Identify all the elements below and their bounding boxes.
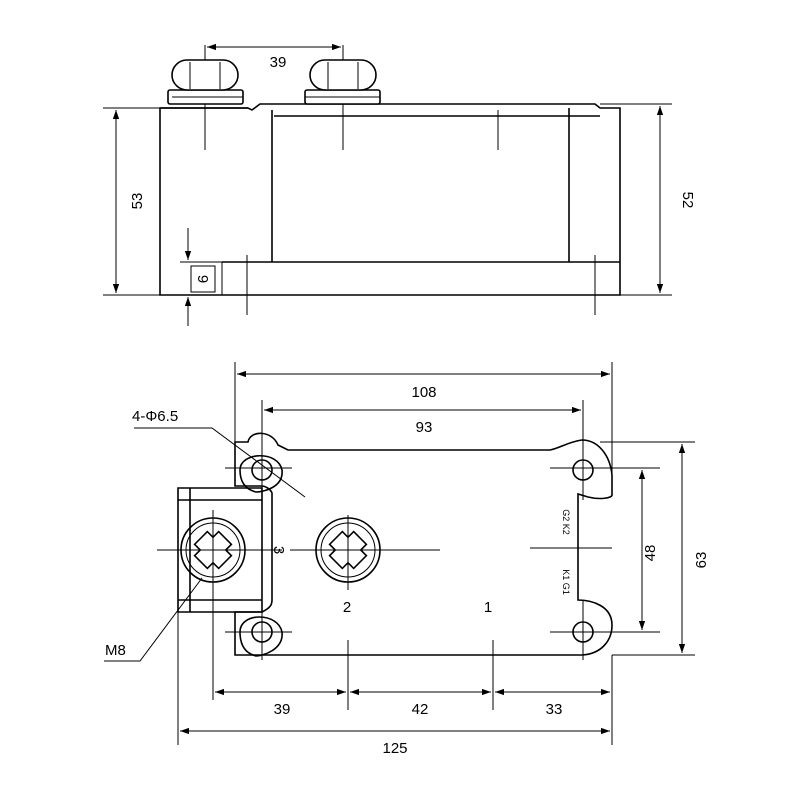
terminal-nut-right xyxy=(304,59,381,105)
terminal-label-3: 3 xyxy=(270,546,287,554)
terminal-label-2: 2 xyxy=(343,599,351,616)
terminal-nut-left xyxy=(167,59,244,105)
terminal-label-1: 1 xyxy=(484,599,492,616)
dim-base-thickness: 9 xyxy=(194,275,211,283)
gate-label-k1g1: K1 G1 xyxy=(561,569,571,595)
dim-seg-mid: 42 xyxy=(412,701,429,718)
mounting-hole-bl xyxy=(239,616,283,657)
callout-hole-spec: 4-Φ6.5 xyxy=(132,408,178,425)
dim-terminal-spacing: 39 xyxy=(270,54,287,71)
dim-width-hole-spacing: 48 xyxy=(642,545,659,562)
dim-seg-left: 39 xyxy=(274,701,291,718)
dim-height-right: 52 xyxy=(679,192,696,209)
leader-thread-spec xyxy=(104,577,203,662)
dim-length-overall: 125 xyxy=(382,740,407,757)
dim-height-left: 53 xyxy=(129,193,146,210)
dim-base-label-box xyxy=(190,265,216,293)
leader-hole-spec xyxy=(134,427,306,498)
top-body-outline xyxy=(234,432,613,656)
side-body-outline xyxy=(159,103,621,296)
dim-overall-hole-span: 108 xyxy=(411,384,436,401)
dim-hole-spacing: 93 xyxy=(416,419,433,436)
gate-label-g2k2: G2 K2 xyxy=(561,509,571,535)
side-view: 39 53 52 9 xyxy=(103,43,696,326)
top-view: 3 2 1 G2 K2 K1 G1 108 93 4-Φ6.5 M8 48 63 xyxy=(104,362,710,757)
callout-thread-spec: M8 xyxy=(105,642,126,659)
dim-width-overall: 63 xyxy=(693,552,710,569)
dim-seg-right: 33 xyxy=(546,701,563,718)
